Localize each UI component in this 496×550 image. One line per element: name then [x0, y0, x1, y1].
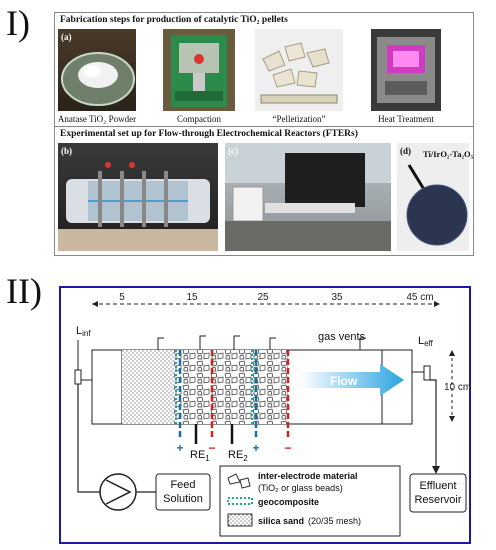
plus-1: + [176, 441, 183, 455]
electrode-label: Ti/IrO₂-Ta₂O₅ [423, 149, 474, 159]
re1-label: RE1 [190, 449, 210, 463]
gas-vent-pipes [157, 335, 366, 350]
lab-illustration [225, 143, 391, 251]
dish-illustration [61, 52, 135, 106]
height-label: 10 cm [444, 382, 471, 393]
fabrication-panel: Fabrication steps for production of cata… [54, 12, 474, 128]
tag-c: (c) [228, 146, 238, 156]
tag-a: (a) [61, 32, 72, 42]
feed-solution-box [155, 473, 211, 511]
photo-heat-treatment [371, 29, 441, 111]
section-two-label: II) [6, 271, 42, 311]
caption-heat-treatment: Heat Treatment [378, 114, 434, 124]
tag-b: (b) [61, 146, 72, 156]
effluent-line-2: Reservoir [414, 494, 461, 506]
ruler-25: 25 [257, 292, 269, 303]
flow-label: Flow [330, 374, 358, 388]
l-inf-label: Linf [76, 325, 91, 338]
effluent-line-1: Effluent [419, 480, 456, 492]
experimental-title: Experimental set up for Flow-through Ele… [60, 129, 358, 139]
gas-vents-label: gas vents [318, 331, 366, 343]
effluent-box [409, 473, 467, 513]
interelectrode-zone [174, 350, 288, 424]
feed-line-2: Solution [163, 493, 203, 505]
caption-compaction: Compaction [177, 114, 221, 124]
feed-line-1: Feed [170, 479, 195, 491]
mesh-electrode-illustration [406, 164, 468, 246]
photo-electrode-d: (d) Ti/IrO₂-Ta₂O₅ [397, 143, 473, 251]
caption-anatase: Anatase TiO₂ Powder [57, 114, 137, 124]
photo-anatase-powder: (a) [58, 29, 136, 111]
plus-2: + [252, 441, 259, 455]
ruler-15: 15 [186, 292, 198, 303]
furnace-illustration [377, 37, 435, 103]
legend-interelectrode-sub: (TiO₂ or glass beads) [258, 483, 343, 493]
legend-sand: silica sand(20/35 mesh) [258, 516, 361, 526]
press-illustration [171, 35, 227, 107]
legend-geocomposite: geocomposite [258, 497, 319, 507]
fabrication-title: Fabrication steps for production of cata… [60, 15, 288, 25]
pellets-illustration [260, 42, 338, 104]
minus-2: − [284, 441, 291, 455]
experimental-panel: Experimental set up for Flow-through Ele… [54, 126, 474, 256]
ruler-5: 5 [119, 292, 125, 303]
photo-lab-setup-c: (c) [225, 143, 391, 251]
section-one-label: I) [6, 3, 30, 43]
photo-pelletization [255, 29, 343, 111]
photo-reactor-b: (b) [58, 143, 218, 251]
sand-zone [122, 350, 174, 424]
caption-pelletization: “Pelletization” [272, 114, 326, 124]
ruler-35: 35 [331, 292, 343, 303]
photo-compaction [163, 29, 235, 111]
inlet-cap [91, 349, 123, 425]
pump-icon [99, 473, 137, 511]
re2-label: RE2 [228, 449, 248, 463]
minus-1: − [208, 441, 215, 455]
tag-d: (d) [400, 146, 411, 156]
reactor-illustration [58, 162, 218, 251]
ruler-45cm: 45 cm [406, 292, 433, 303]
legend-interelectrode: inter-electrode material [258, 471, 358, 481]
flow-arrow [300, 364, 404, 396]
l-eff-label: Leff [418, 335, 434, 348]
